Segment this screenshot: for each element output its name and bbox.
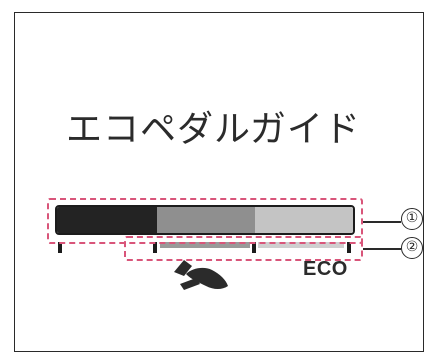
callout-number-2: ② xyxy=(401,237,423,259)
highlight-eco-zone-area xyxy=(124,236,363,261)
gauge-segment-mid xyxy=(157,207,255,233)
callout-leader-2 xyxy=(363,248,401,250)
eco-pedal-gauge-bar xyxy=(55,205,355,235)
page-title: エコペダルガイド xyxy=(66,109,361,150)
gauge-tick xyxy=(58,242,62,253)
eco-zone-line-light xyxy=(258,242,344,248)
display-frame xyxy=(14,12,424,352)
highlight-gauge-area xyxy=(47,198,363,244)
eco-label: ECO xyxy=(303,258,348,280)
eco-zone-line-dark xyxy=(160,242,250,248)
foot-pedal-icon xyxy=(174,260,228,290)
gauge-segment-dark xyxy=(57,207,157,233)
gauge-tick xyxy=(153,242,157,253)
callout-number-1: ① xyxy=(401,208,423,230)
gauge-tick xyxy=(252,242,256,253)
gauge-tick xyxy=(347,242,351,253)
gauge-segment-light xyxy=(255,207,353,233)
callout-leader-1 xyxy=(363,221,401,223)
